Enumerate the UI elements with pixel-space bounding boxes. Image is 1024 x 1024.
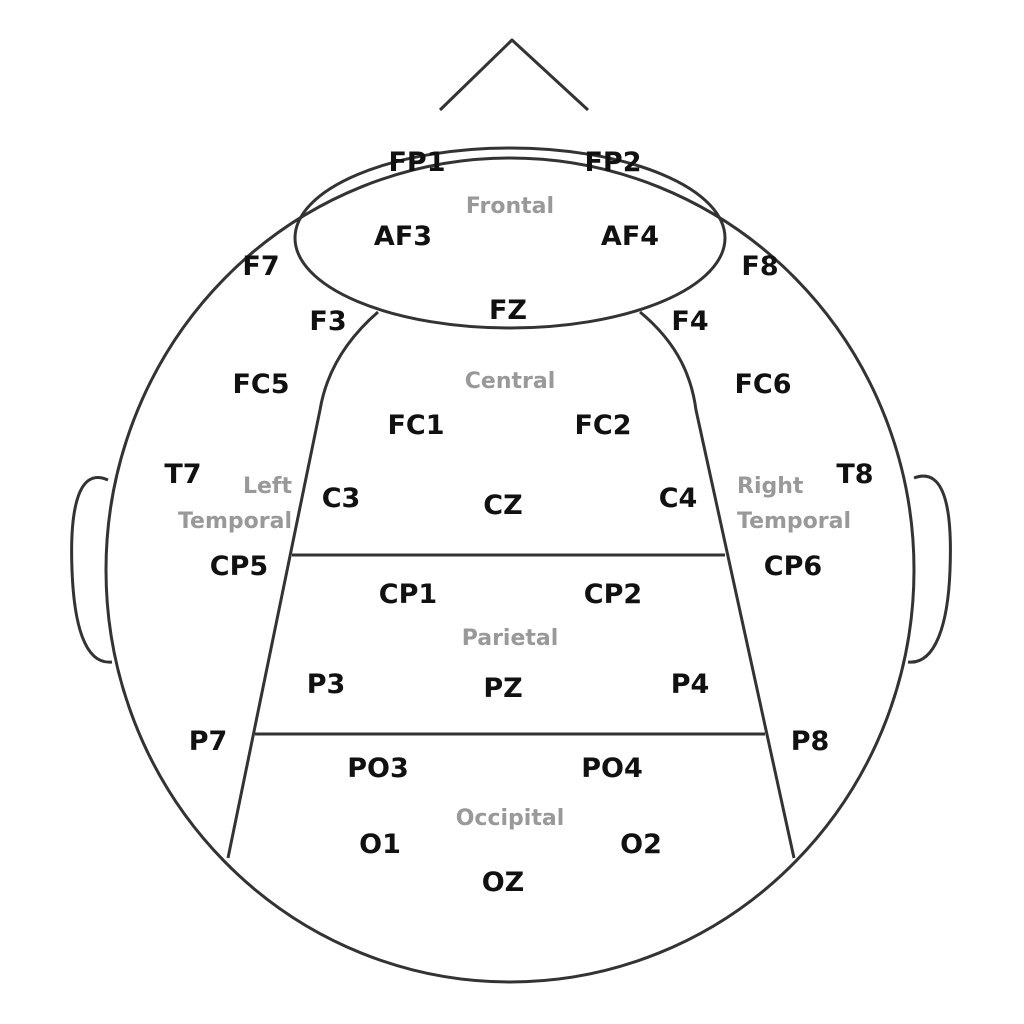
- electrode-f3: F3: [309, 306, 346, 337]
- region-label-right-temporal-line1: Right: [737, 474, 804, 499]
- electrode-fz: FZ: [489, 295, 527, 326]
- region-label-occipital: Occipital: [456, 806, 565, 831]
- electrode-o2: O2: [620, 829, 662, 860]
- region-label-right-temporal-line2: Temporal: [737, 509, 851, 534]
- region-label-left-temporal-line1: Left: [243, 474, 293, 499]
- electrode-fc6: FC6: [734, 369, 791, 400]
- electrode-t7: T7: [164, 459, 201, 490]
- electrode-fp2: FP2: [584, 147, 641, 178]
- electrode-f7: F7: [242, 251, 279, 282]
- head-outline: [104, 156, 916, 984]
- region-label-parietal: Parietal: [462, 626, 559, 651]
- electrode-cz: CZ: [483, 490, 522, 521]
- electrode-cp1: CP1: [379, 579, 437, 610]
- region-label-central: Central: [465, 369, 555, 394]
- left-ear: [70, 476, 113, 664]
- region-label-frontal: Frontal: [466, 194, 554, 219]
- electrode-t8: T8: [836, 459, 873, 490]
- electrode-fc2: FC2: [574, 410, 631, 441]
- central-region-outline-right: [639, 310, 796, 859]
- electrode-fp1: FP1: [388, 147, 445, 178]
- electrode-cp6: CP6: [764, 551, 822, 582]
- electrode-cp2: CP2: [584, 579, 642, 610]
- electrode-fc1: FC1: [387, 410, 444, 441]
- electrode-c3: C3: [322, 483, 361, 514]
- nose: [438, 38, 590, 112]
- electrode-o1: O1: [359, 829, 401, 860]
- electrode-oz: OZ: [482, 867, 525, 898]
- electrode-f8: F8: [741, 251, 778, 282]
- region-label-left-temporal-line2: Temporal: [178, 509, 292, 534]
- electrode-af4: AF4: [601, 221, 659, 252]
- electrode-p7: P7: [189, 726, 228, 757]
- electrode-f4: F4: [671, 306, 708, 337]
- electrode-fc5: FC5: [232, 369, 289, 400]
- electrode-p3: P3: [307, 669, 346, 700]
- electrode-p8: P8: [791, 726, 830, 757]
- electrode-po3: PO3: [347, 753, 409, 784]
- frontal-region-outline: [293, 146, 727, 330]
- electrode-po4: PO4: [581, 753, 643, 784]
- electrode-c4: C4: [659, 483, 698, 514]
- right-ear: [907, 474, 952, 664]
- electrode-pz: PZ: [483, 673, 522, 704]
- electrode-af3: AF3: [374, 221, 432, 252]
- central-region-outline: [226, 310, 379, 859]
- electrode-p4: P4: [671, 669, 710, 700]
- electrode-cp5: CP5: [210, 551, 268, 582]
